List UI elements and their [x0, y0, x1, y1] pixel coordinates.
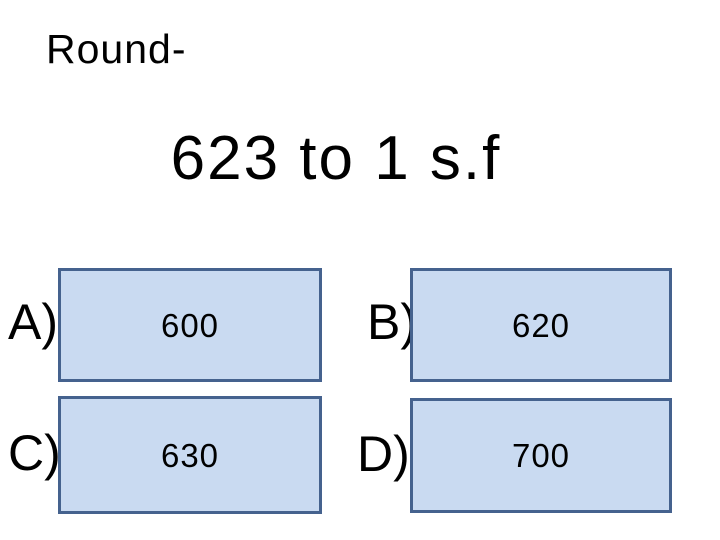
answer-box-b[interactable]: 620: [410, 268, 672, 382]
answer-label-b: B): [367, 294, 417, 350]
question-title: 623 to 1 s.f: [170, 124, 502, 193]
answer-value-d: 700: [511, 437, 571, 474]
prompt-text: Round-: [46, 26, 187, 72]
answer-box-d[interactable]: 700: [410, 398, 672, 513]
answer-box-c[interactable]: 630: [58, 396, 322, 514]
answer-label-c: C): [8, 425, 61, 481]
answer-box-a[interactable]: 600: [58, 268, 322, 382]
answer-label-d: D): [357, 426, 410, 482]
answer-value-c: 630: [160, 436, 220, 474]
answer-value-a: 600: [160, 306, 220, 344]
answer-value-b: 620: [511, 306, 571, 344]
answer-label-a: A): [8, 294, 58, 350]
